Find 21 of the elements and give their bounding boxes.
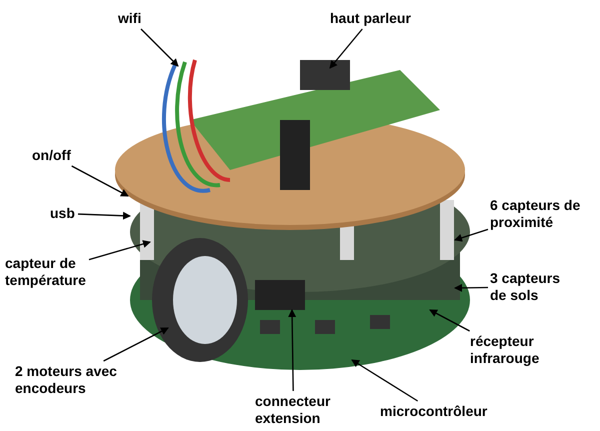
leader-arrow [78, 212, 131, 220]
leader-arrow [71, 165, 129, 197]
leader-arrow [140, 28, 179, 67]
callout-label: microcontrôleur [380, 403, 489, 420]
callout-label: 3 capteurs de sols [490, 270, 562, 304]
callout-label: capteur de température [5, 255, 87, 289]
callout-label: 2 moteurs avec encodeurs [15, 363, 118, 397]
leader-arrow [351, 359, 418, 402]
callout-label: haut parleur [330, 10, 412, 27]
leader-arrow [454, 228, 488, 242]
leader-arrow [454, 284, 488, 292]
callout-label: usb [50, 205, 76, 222]
callout-label: 6 capteurs de proximité [490, 197, 582, 231]
leader-arrow [103, 327, 169, 362]
callout-label: récepteur infrarouge [470, 333, 541, 367]
callout-label: wifi [118, 10, 143, 27]
callout-label: on/off [32, 147, 72, 164]
leader-arrow [329, 28, 363, 69]
callout-label: connecteur extension [255, 393, 332, 427]
leader-arrow [88, 240, 151, 260]
leader-arrow [288, 309, 296, 391]
